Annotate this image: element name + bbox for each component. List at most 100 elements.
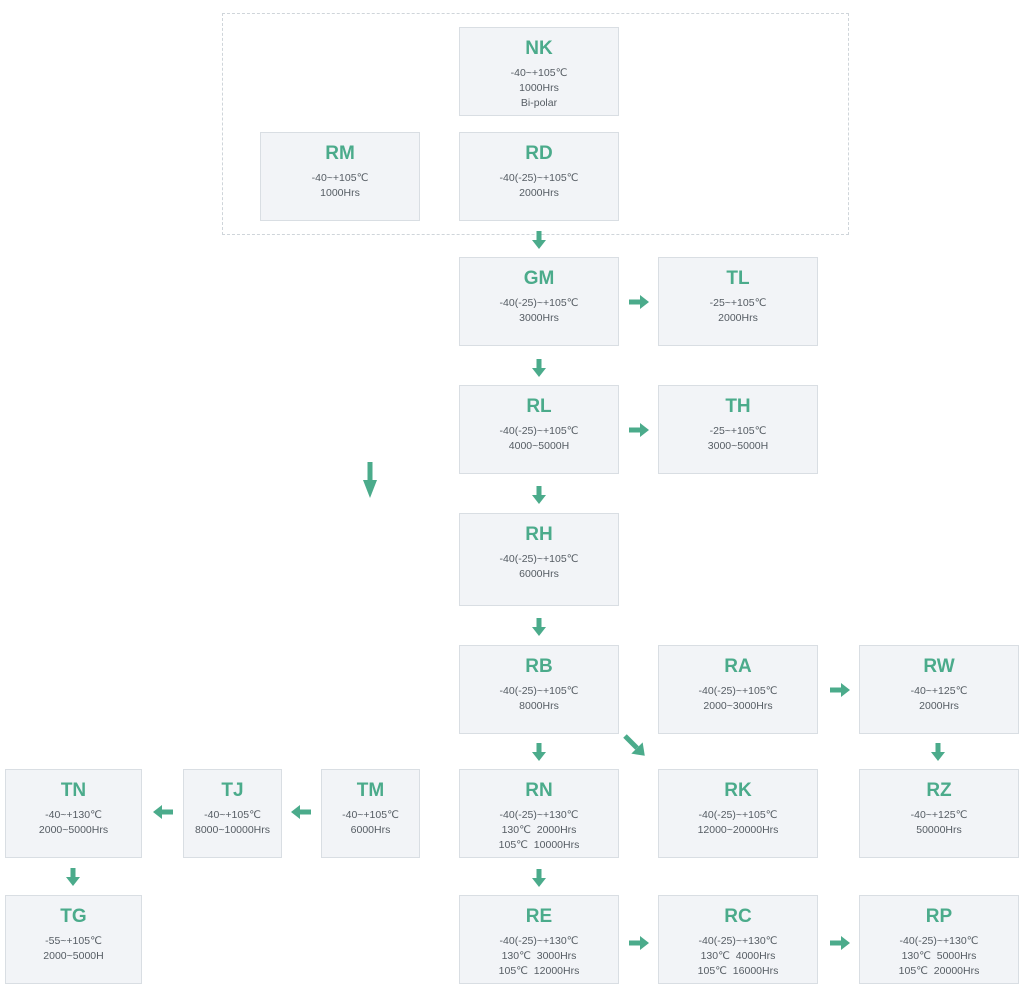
series-note: Bi-polar (520, 97, 558, 109)
series-life: 2000~5000H (43, 950, 104, 962)
series-box-rh[interactable]: RH -40(-25)~+105℃ 6000Hrs (459, 513, 619, 606)
series-life-130: 130℃ 4000Hrs (700, 950, 776, 962)
series-code: GM (523, 268, 555, 289)
series-box-ra[interactable]: RA -40(-25)~+105℃ 2000~3000Hrs (658, 645, 818, 734)
series-life-105: 105℃ 12000Hrs (498, 965, 580, 977)
series-life: 12000~20000Hrs (697, 824, 779, 836)
series-life: 1000Hrs (320, 187, 360, 199)
series-life: 2000Hrs (919, 700, 959, 712)
series-box-rk[interactable]: RK -40(-25)~+105℃ 12000~20000Hrs (658, 769, 818, 858)
series-box-rw[interactable]: RW -40~+125℃ 2000Hrs (859, 645, 1019, 734)
series-life: 2000~5000Hrs (38, 824, 109, 836)
arrow-down-icon (931, 743, 945, 761)
series-temp: -40(-25)~+105℃ (698, 685, 778, 697)
series-code: NK (525, 38, 553, 59)
arrow-left-icon (153, 805, 173, 819)
series-code: RA (724, 656, 752, 677)
arrow-down-icon (66, 868, 80, 886)
series-code: RN (525, 780, 553, 801)
series-life: 2000Hrs (519, 187, 559, 199)
series-code: RZ (926, 780, 952, 801)
series-box-tg[interactable]: TG -55~+105℃ 2000~5000H (5, 895, 142, 984)
series-life-105: 105℃ 20000Hrs (898, 965, 980, 977)
series-life: 2000Hrs (718, 312, 758, 324)
series-life: 1000Hrs (519, 82, 559, 94)
arrow-left-icon (291, 805, 311, 819)
series-code: TJ (221, 780, 244, 801)
series-temp: -40(-25)~+105℃ (499, 553, 579, 565)
series-code: RE (525, 906, 553, 927)
series-code: RD (525, 143, 553, 164)
series-temp: -40~+105℃ (342, 809, 399, 821)
series-temp: -25~+105℃ (709, 425, 767, 437)
series-code: RW (923, 656, 955, 677)
series-temp: -55~+105℃ (45, 935, 102, 947)
series-life: 8000Hrs (519, 700, 559, 712)
arrow-down-icon (532, 869, 546, 887)
series-code: RC (724, 906, 752, 927)
series-life: 3000~5000H (707, 440, 769, 452)
series-temp: -40(-25)~+105℃ (499, 297, 579, 309)
series-temp: -25~+105℃ (709, 297, 767, 309)
series-life: 3000Hrs (519, 312, 559, 324)
series-box-rn[interactable]: RN -40(-25)~+130℃ 130℃ 2000Hrs 105℃ 1000… (459, 769, 619, 858)
series-code: RP (925, 906, 953, 927)
series-box-gm[interactable]: GM -40(-25)~+105℃ 3000Hrs (459, 257, 619, 346)
series-box-rm[interactable]: RM -40~+105℃ 1000Hrs (260, 132, 420, 221)
series-code: RB (525, 656, 553, 677)
arrow-right-icon (830, 683, 850, 697)
series-code: RK (724, 780, 752, 801)
series-box-tl[interactable]: TL -25~+105℃ 2000Hrs (658, 257, 818, 346)
series-life-105: 105℃ 16000Hrs (697, 965, 779, 977)
series-code: TG (60, 906, 87, 927)
series-box-rl[interactable]: RL -40(-25)~+105℃ 4000~5000H (459, 385, 619, 474)
series-life-130: 130℃ 2000Hrs (501, 824, 577, 836)
series-box-rb[interactable]: RB -40(-25)~+105℃ 8000Hrs (459, 645, 619, 734)
series-box-tm[interactable]: TM -40~+105℃ 6000Hrs (321, 769, 420, 858)
series-temp: -40(-25)~+105℃ (499, 425, 579, 437)
series-temp: -40(-25)~+105℃ (499, 172, 579, 184)
series-life-130: 130℃ 5000Hrs (901, 950, 977, 962)
series-temp: -40(-25)~+105℃ (499, 685, 579, 697)
series-box-rc[interactable]: RC -40(-25)~+130℃ 130℃ 4000Hrs 105℃ 1600… (658, 895, 818, 984)
series-code: TH (725, 396, 751, 417)
arrow-down-icon (532, 743, 546, 761)
series-life: 4000~5000H (508, 440, 570, 452)
series-box-tj[interactable]: TJ -40~+105℃ 8000~10000Hrs (183, 769, 282, 858)
series-box-rd[interactable]: RD -40(-25)~+105℃ 2000Hrs (459, 132, 619, 221)
arrow-down-large-icon (363, 462, 377, 498)
series-box-rp[interactable]: RP -40(-25)~+130℃ 130℃ 5000Hrs 105℃ 2000… (859, 895, 1019, 984)
series-code: TM (356, 780, 385, 801)
series-temp: -40(-25)~+130℃ (499, 809, 579, 821)
series-temp: -40~+130℃ (45, 809, 102, 821)
series-box-th[interactable]: TH -25~+105℃ 3000~5000H (658, 385, 818, 474)
arrow-right-icon (629, 423, 649, 437)
series-temp: -40(-25)~+130℃ (899, 935, 979, 947)
arrow-right-icon (629, 295, 649, 309)
series-code: TN (60, 780, 87, 801)
series-box-re[interactable]: RE -40(-25)~+130℃ 130℃ 3000Hrs 105℃ 1200… (459, 895, 619, 984)
series-life: 6000Hrs (519, 568, 559, 580)
series-box-nk[interactable]: NK -40~+105℃ 1000Hrs Bi-polar (459, 27, 619, 116)
arrow-down-icon (532, 359, 546, 377)
series-life: 8000~10000Hrs (194, 824, 271, 836)
series-code: RL (526, 396, 552, 417)
series-box-rz[interactable]: RZ -40~+125℃ 50000Hrs (859, 769, 1019, 858)
series-life-105: 105℃ 10000Hrs (498, 839, 580, 851)
series-temp: -40(-25)~+105℃ (698, 809, 778, 821)
series-temp: -40~+105℃ (510, 67, 568, 79)
arrow-right-icon (830, 936, 850, 950)
arrow-diagonal-icon (619, 730, 651, 762)
series-temp: -40~+105℃ (204, 809, 261, 821)
arrow-right-icon (629, 936, 649, 950)
arrow-down-icon (532, 618, 546, 636)
series-temp: -40(-25)~+130℃ (698, 935, 778, 947)
series-life: 6000Hrs (350, 824, 391, 836)
series-temp: -40~+125℃ (910, 809, 968, 821)
series-temp: -40~+105℃ (311, 172, 369, 184)
series-code: RH (525, 524, 553, 545)
series-temp: -40~+125℃ (910, 685, 968, 697)
series-code: RM (325, 143, 355, 164)
series-life-130: 130℃ 3000Hrs (501, 950, 577, 962)
series-box-tn[interactable]: TN -40~+130℃ 2000~5000Hrs (5, 769, 142, 858)
